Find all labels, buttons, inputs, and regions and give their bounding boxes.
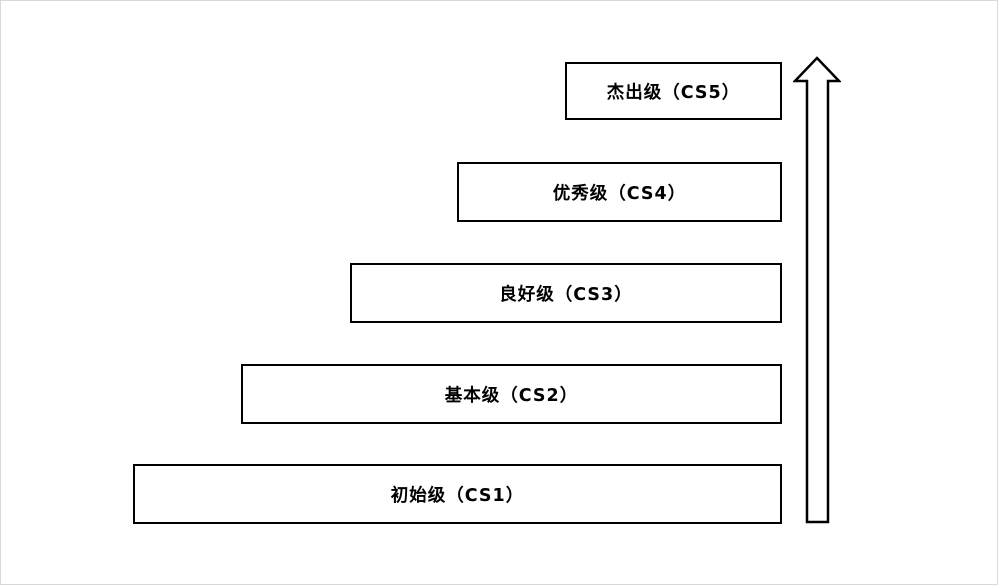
level-label-cs1: 初始级（CS1） <box>390 485 525 506</box>
level-box-cs1: 初始级（CS1） <box>133 464 782 524</box>
level-label-cs5: 杰出级（CS5） <box>606 82 741 103</box>
up-arrow-icon <box>793 56 841 524</box>
level-label-cs4: 优秀级（CS4） <box>552 183 687 204</box>
level-box-cs4: 优秀级（CS4） <box>457 162 782 222</box>
level-box-cs5: 杰出级（CS5） <box>565 62 782 120</box>
level-box-cs2: 基本级（CS2） <box>241 364 782 424</box>
level-box-cs3: 良好级（CS3） <box>350 263 782 323</box>
level-label-cs2: 基本级（CS2） <box>444 385 579 406</box>
level-label-cs3: 良好级（CS3） <box>499 284 633 305</box>
